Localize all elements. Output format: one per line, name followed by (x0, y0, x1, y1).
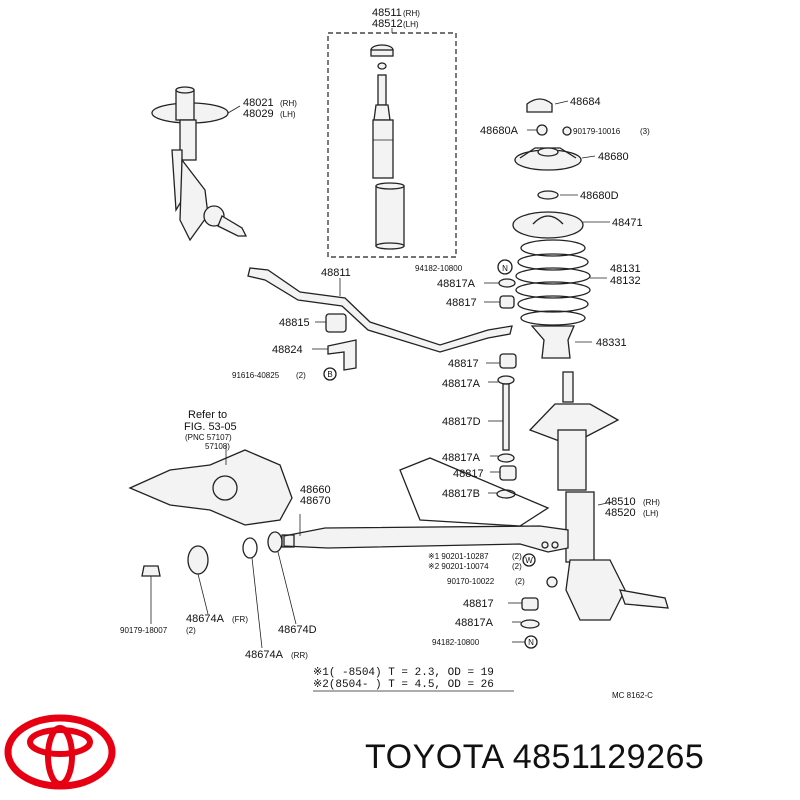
label-48680: 48680 (598, 151, 629, 163)
label-94182-10800-top: 94182-10800 (415, 264, 463, 273)
label-48817A-3: 48817A (442, 452, 481, 464)
label-90179-10016: 90179-10016 (573, 127, 621, 136)
upper-mount-group (512, 98, 610, 359)
upper-strut-group (151, 86, 248, 242)
part-labels: 48511 (RH) 48512 (LH) 48021 (RH) 48029 (… (120, 7, 660, 700)
label-48680A: 48680A (480, 125, 519, 137)
crossmember-bracket (128, 445, 293, 526)
lower-right-fasteners (508, 553, 558, 649)
label-48817-3: 48817 (453, 468, 484, 480)
label-48131: 48131 (610, 263, 641, 275)
stabilizer-bushing (312, 313, 357, 381)
label-48674A-fr: 48674A (186, 613, 225, 625)
stabilizer-link (484, 259, 517, 499)
label-48520: 48520 (605, 507, 636, 519)
label-48817-4: 48817 (463, 598, 494, 610)
coil-spring (515, 239, 591, 326)
label-90201-10287: ※1 90201-10287 (428, 552, 489, 561)
label-48510: 48510 (605, 496, 636, 508)
nut-symbol-icon: N (528, 638, 534, 647)
refer-to-line1: Refer to (188, 409, 227, 421)
refer-to-line4: 57108) (205, 442, 230, 451)
label-48674A-rr-side: (RR) (291, 651, 308, 660)
diagram-code: MC 8162-C (612, 691, 653, 700)
label-48021: 48021 (243, 97, 274, 109)
lower-bushings (141, 531, 297, 649)
label-91616-40825-qty: (2) (296, 371, 306, 380)
nut-symbol-icon: N (502, 264, 508, 273)
brand-name: TOYOTA (365, 738, 503, 776)
label-48029: 48029 (243, 108, 274, 120)
label-48520-side: (LH) (643, 509, 659, 518)
refer-to-line3: (PNC 57107) (185, 433, 232, 442)
label-90201-10287-qty: (2) (512, 552, 522, 561)
label-91616-40825: 91616-40825 (232, 371, 280, 380)
label-90179-18007-qty: (2) (186, 626, 196, 635)
label-48817A-4: 48817A (455, 617, 494, 629)
strut-bar (283, 457, 569, 553)
note-1: ※1( -8504) T = 2.3, OD = 19 (313, 667, 494, 679)
label-48511-side: (RH) (403, 9, 420, 18)
label-48817A-2: 48817A (442, 378, 481, 390)
label-48471: 48471 (612, 217, 643, 229)
fastener-symbols: N B W N (323, 259, 538, 649)
label-48817D: 48817D (442, 416, 481, 428)
label-90170-10022-qty: (2) (515, 577, 525, 586)
part-number: 4851129265 (512, 738, 705, 776)
label-48680D: 48680D (580, 190, 619, 202)
label-48674D: 48674D (278, 624, 317, 636)
refer-to-line2: FIG. 53-05 (184, 421, 237, 433)
label-48511: 48511 (372, 7, 402, 19)
label-90201-10074: ※2 90201-10074 (428, 562, 489, 571)
label-48512-side: (LH) (403, 20, 419, 29)
label-90201-10074-qty: (2) (512, 562, 522, 571)
label-48331: 48331 (596, 337, 627, 349)
label-90179-10016-qty: (3) (640, 127, 650, 136)
label-48660: 48660 (300, 484, 331, 496)
label-48817-2: 48817 (448, 358, 479, 370)
label-48512: 48512 (372, 18, 403, 30)
label-48674A-fr-side: (FR) (232, 615, 248, 624)
label-48817A-1: 48817A (437, 278, 476, 290)
label-48510-side: (RH) (643, 498, 660, 507)
note-2: ※2(8504- ) T = 4.5, OD = 26 (313, 679, 494, 691)
label-90179-18007: 90179-18007 (120, 626, 168, 635)
washer-symbol-icon: W (525, 556, 533, 565)
label-48021-side: (RH) (280, 99, 297, 108)
label-48029-side: (LH) (280, 110, 296, 119)
bolt-symbol-icon: B (327, 370, 332, 379)
brand-caption: TOYOTA 4851129265 (365, 738, 704, 777)
toyota-logo-icon (4, 714, 116, 790)
stabilizer-bar (247, 267, 513, 353)
label-94182-10800-bottom: 94182-10800 (432, 638, 480, 647)
label-48684: 48684 (570, 96, 601, 108)
label-48824: 48824 (272, 344, 303, 356)
label-48817-1: 48817 (446, 297, 477, 309)
label-48670: 48670 (300, 495, 331, 507)
lower-strut-group (528, 371, 669, 621)
shock-absorber-group (327, 28, 457, 258)
label-48674A-rr: 48674A (245, 649, 284, 661)
label-48132: 48132 (610, 275, 641, 287)
label-48811: 48811 (321, 267, 351, 279)
label-48815: 48815 (279, 317, 310, 329)
label-90170-10022: 90170-10022 (447, 577, 495, 586)
label-48817B: 48817B (442, 488, 480, 500)
